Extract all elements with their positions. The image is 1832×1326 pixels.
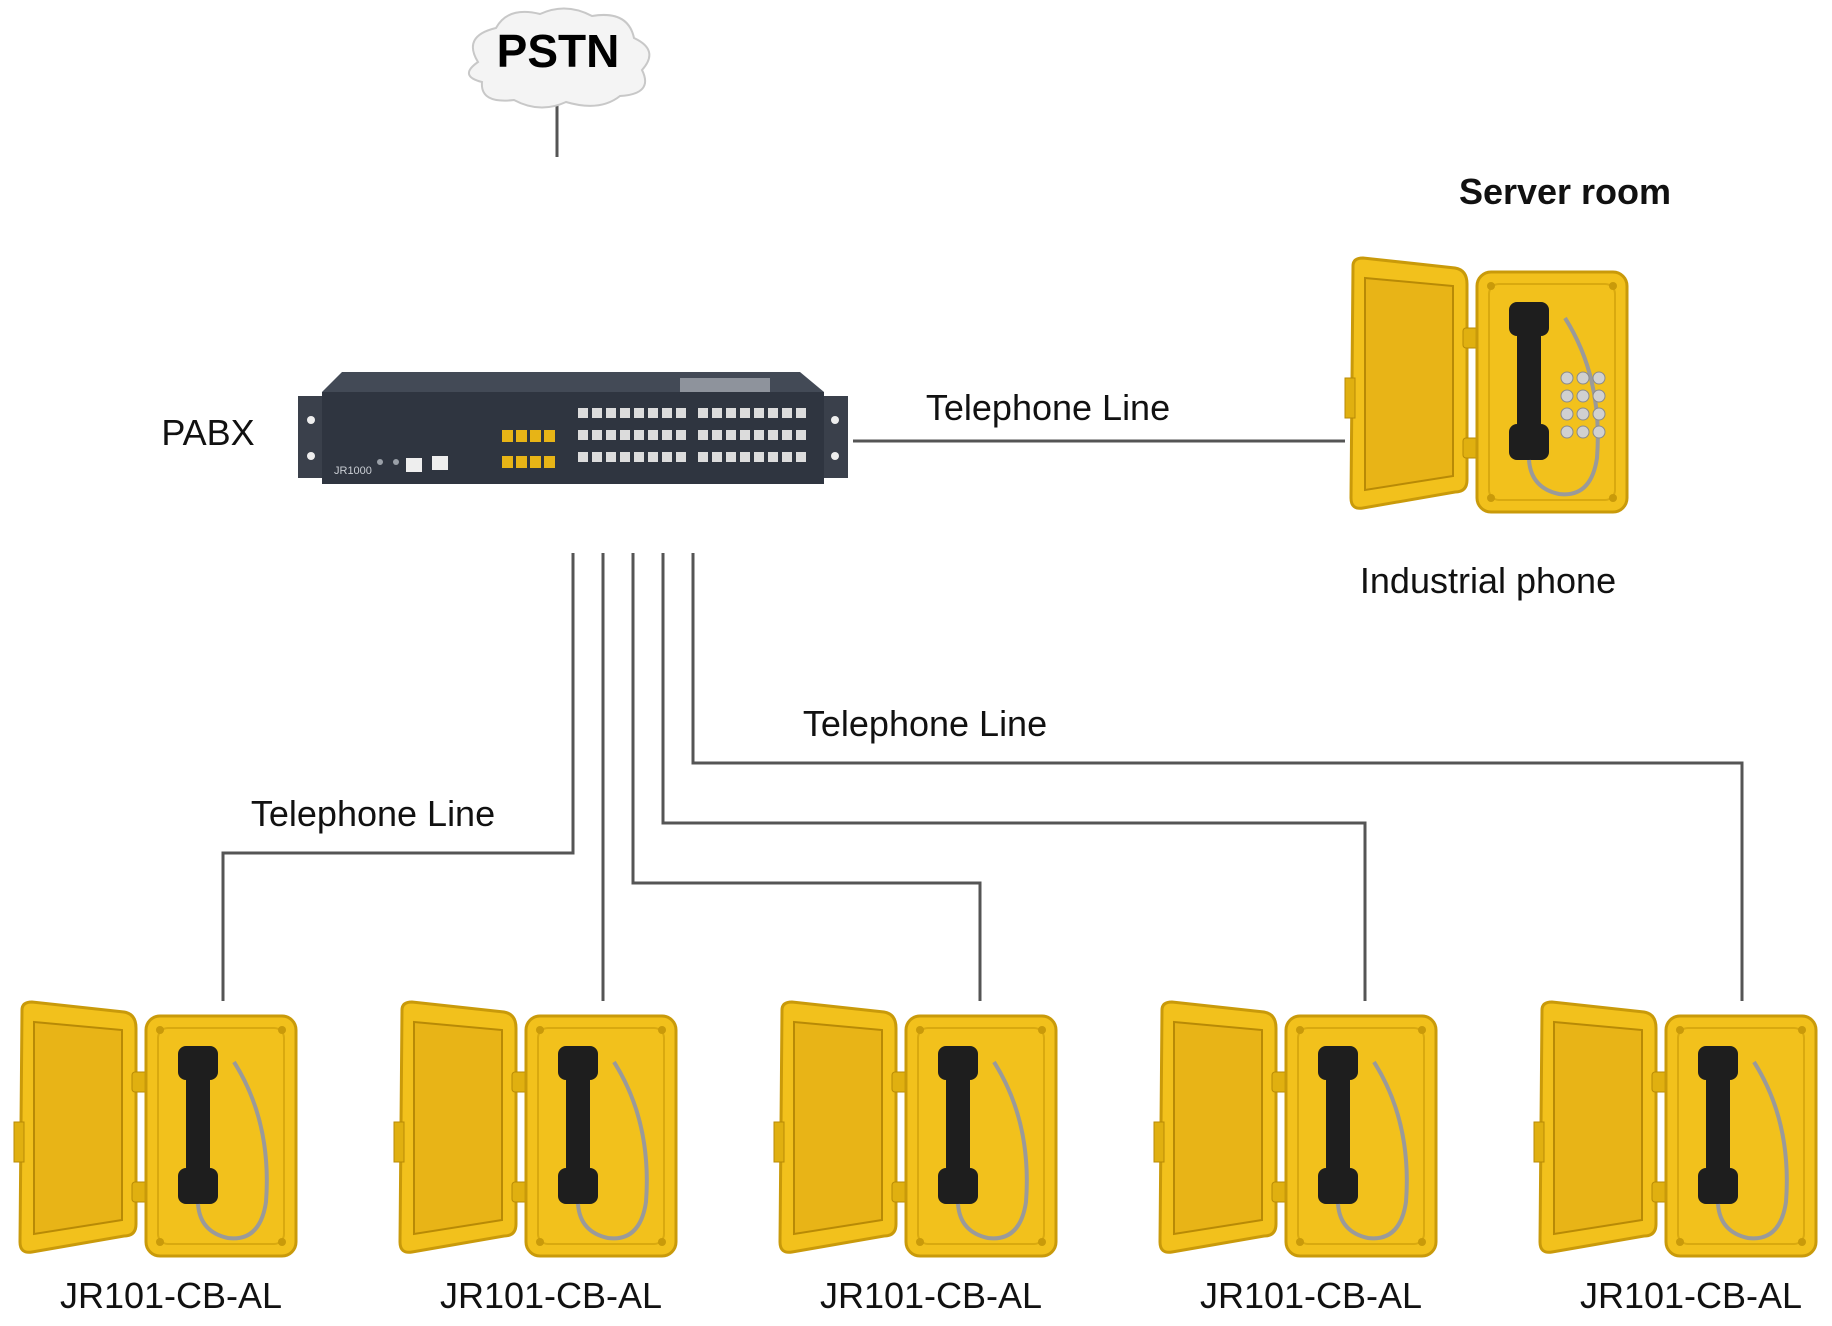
rj-port [698, 452, 708, 462]
keypad-icon [1560, 371, 1606, 439]
yellow-port [502, 456, 513, 468]
phone-2-label: JR101-CB-AL [440, 1275, 662, 1316]
rj-port [726, 452, 736, 462]
pstn-label: PSTN [497, 25, 620, 77]
rj-port [754, 452, 764, 462]
bottom-right-line-label: Telephone Line [803, 703, 1047, 744]
industrial-phone-label: Industrial phone [1360, 560, 1616, 601]
rj-port [726, 408, 736, 418]
bottom-left-line-label: Telephone Line [251, 793, 495, 834]
pabx-yellow-ports [502, 430, 555, 468]
rj-port [620, 430, 630, 440]
server-room-title: Server room [1459, 171, 1671, 212]
phone-3-label: JR101-CB-AL [820, 1275, 1042, 1316]
yellow-port [516, 456, 527, 468]
industrial-phone [1343, 256, 1629, 514]
phone-5-label: JR101-CB-AL [1580, 1275, 1802, 1316]
rj-port [712, 452, 722, 462]
rj-port [676, 452, 686, 462]
pabx-rj-ports [578, 408, 806, 462]
pstn-cloud: PSTN [468, 7, 651, 109]
rj-port [698, 430, 708, 440]
rj-port [662, 430, 672, 440]
rj-port [578, 452, 588, 462]
yellow-port [544, 430, 555, 442]
yellow-port [530, 456, 541, 468]
rj-port [662, 408, 672, 418]
rj-port [592, 430, 602, 440]
rj-port [662, 452, 672, 462]
rj-port [782, 452, 792, 462]
pabx-label: PABX [161, 412, 254, 453]
rj-port [592, 408, 602, 418]
rj-port [740, 408, 750, 418]
yellow-port [530, 430, 541, 442]
rj-port [592, 452, 602, 462]
phone-5 [1532, 1000, 1818, 1258]
rj-port [740, 452, 750, 462]
rj-port [648, 430, 658, 440]
rj-port [676, 408, 686, 418]
rj-port [712, 408, 722, 418]
rj-port [782, 430, 792, 440]
rj-port [648, 408, 658, 418]
rj-port [796, 408, 806, 418]
connection-lines [221, 100, 1744, 1001]
server-line-label: Telephone Line [926, 387, 1170, 428]
phone-1 [12, 1000, 298, 1258]
pabx-device: JR1000 [298, 372, 848, 484]
link-phone-4 [661, 553, 1367, 1001]
link-phone-5 [691, 553, 1744, 1001]
rj-port [578, 408, 588, 418]
rj-port [620, 452, 630, 462]
link-phone-1 [221, 553, 575, 1001]
rj-port [768, 408, 778, 418]
rj-port [740, 430, 750, 440]
rj-port [606, 452, 616, 462]
rj-port [676, 430, 686, 440]
phone-1-label: JR101-CB-AL [60, 1275, 282, 1316]
rj-port [796, 430, 806, 440]
rj-port [698, 408, 708, 418]
phone-2 [392, 1000, 678, 1258]
rj-port [712, 430, 722, 440]
phone-4-label: JR101-CB-AL [1200, 1275, 1422, 1316]
yellow-port [544, 456, 555, 468]
rj-port [796, 452, 806, 462]
rj-port [634, 452, 644, 462]
rj-port [754, 430, 764, 440]
yellow-port [516, 430, 527, 442]
yellow-port [502, 430, 513, 442]
rj-port [768, 430, 778, 440]
pabx-model: JR1000 [334, 465, 372, 477]
phone-4 [1152, 1000, 1438, 1258]
rj-port [782, 408, 792, 418]
rj-port [648, 452, 658, 462]
link-phone-3 [631, 553, 982, 1001]
rj-port [754, 408, 764, 418]
phone-3 [772, 1000, 1058, 1258]
rj-port [620, 408, 630, 418]
rj-port [578, 430, 588, 440]
rj-port [768, 452, 778, 462]
rj-port [634, 408, 644, 418]
rj-port [606, 430, 616, 440]
rj-port [634, 430, 644, 440]
rj-port [726, 430, 736, 440]
rj-port [606, 408, 616, 418]
